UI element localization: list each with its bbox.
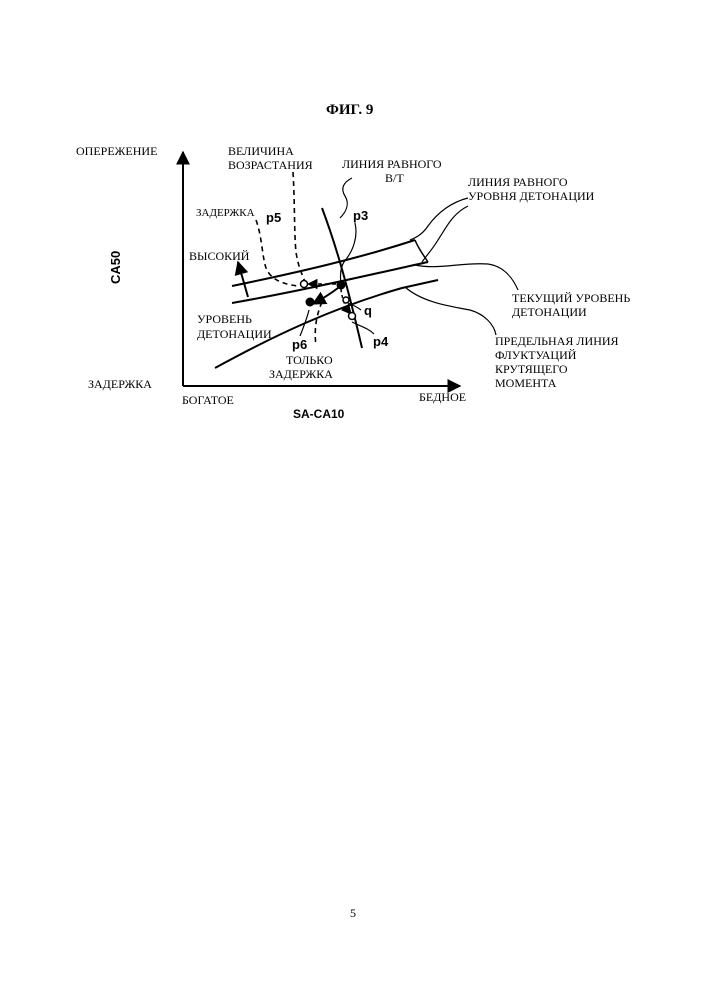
label-p3: p3 [353,208,368,223]
leader-torque-limit [405,287,496,335]
label-retard: ЗАДЕРЖКА [196,207,255,220]
leader-retard-only-dashed [315,302,322,346]
y-axis-bottom-label: ЗАДЕРЖКА [88,378,152,391]
label-equal-knock-1: ЛИНИЯ РАВНОГО [468,176,568,189]
point-p3 [337,281,346,290]
label-increase-2: ВОЗРАСТАНИЯ [228,159,313,172]
label-equal-knock-2: УРОВНЯ ДЕТОНАЦИИ [468,190,594,203]
leader-p4 [352,322,374,334]
point-q [343,297,349,303]
leader-equal-knock-2 [422,206,468,262]
label-current-knock-2: ДЕТОНАЦИИ [512,306,587,319]
x-axis-right-label: БЕДНОЕ [419,391,466,404]
label-torque-limit-2: ФЛУКТУАЦИЙ [495,349,576,362]
label-increase-1: ВЕЛИЧИНА [228,145,294,158]
label-knock-level-2: ДЕТОНАЦИИ [197,328,272,341]
label-torque-limit-4: МОМЕНТА [495,377,556,390]
point-p4 [349,313,356,320]
leader-equal-bt [340,178,352,218]
leader-current-knock [415,264,518,290]
label-knock-level-1: УРОВЕНЬ [197,313,252,326]
y-axis-top-label: ОПЕРЕЖЕНИЕ [76,145,157,158]
label-retard-only-1: ТОЛЬКО [286,354,333,367]
label-retard-only-2: ЗАДЕРЖКА [269,368,333,381]
page-number: 5 [350,907,356,920]
knock-band-lower [232,262,428,303]
label-current-knock-1: ТЕКУЩИЙ УРОВЕНЬ [512,292,630,305]
label-equal-bt-1: ЛИНИЯ РАВНОГО [342,158,442,171]
label-p5: p5 [266,210,281,225]
label-q: q [364,303,372,318]
figure-title: ФИГ. 9 [326,104,373,117]
label-equal-bt-2: В/Т [385,172,404,185]
label-p6: p6 [292,337,307,352]
label-torque-limit-3: КРУТЯЩЕГО [495,363,568,376]
label-high: ВЫСОКИЙ [189,250,249,263]
label-p4: p4 [373,334,389,349]
knock-band-cap [415,240,428,262]
knock-band-upper [232,240,415,286]
label-torque-limit-1: ПРЕДЕЛЬНАЯ ЛИНИЯ [495,335,619,348]
leader-equal-knock-1 [410,198,468,240]
point-p6 [306,298,315,307]
x-axis-label: SA-CA10 [293,408,344,421]
leader-increase-dashed [293,172,305,282]
arrow-p3-p6 [313,288,338,304]
y-axis-label: CA50 [108,251,123,284]
point-p5 [301,281,308,288]
knock-high-arrow [238,262,248,297]
x-axis-left-label: БОГАТОЕ [182,394,234,407]
